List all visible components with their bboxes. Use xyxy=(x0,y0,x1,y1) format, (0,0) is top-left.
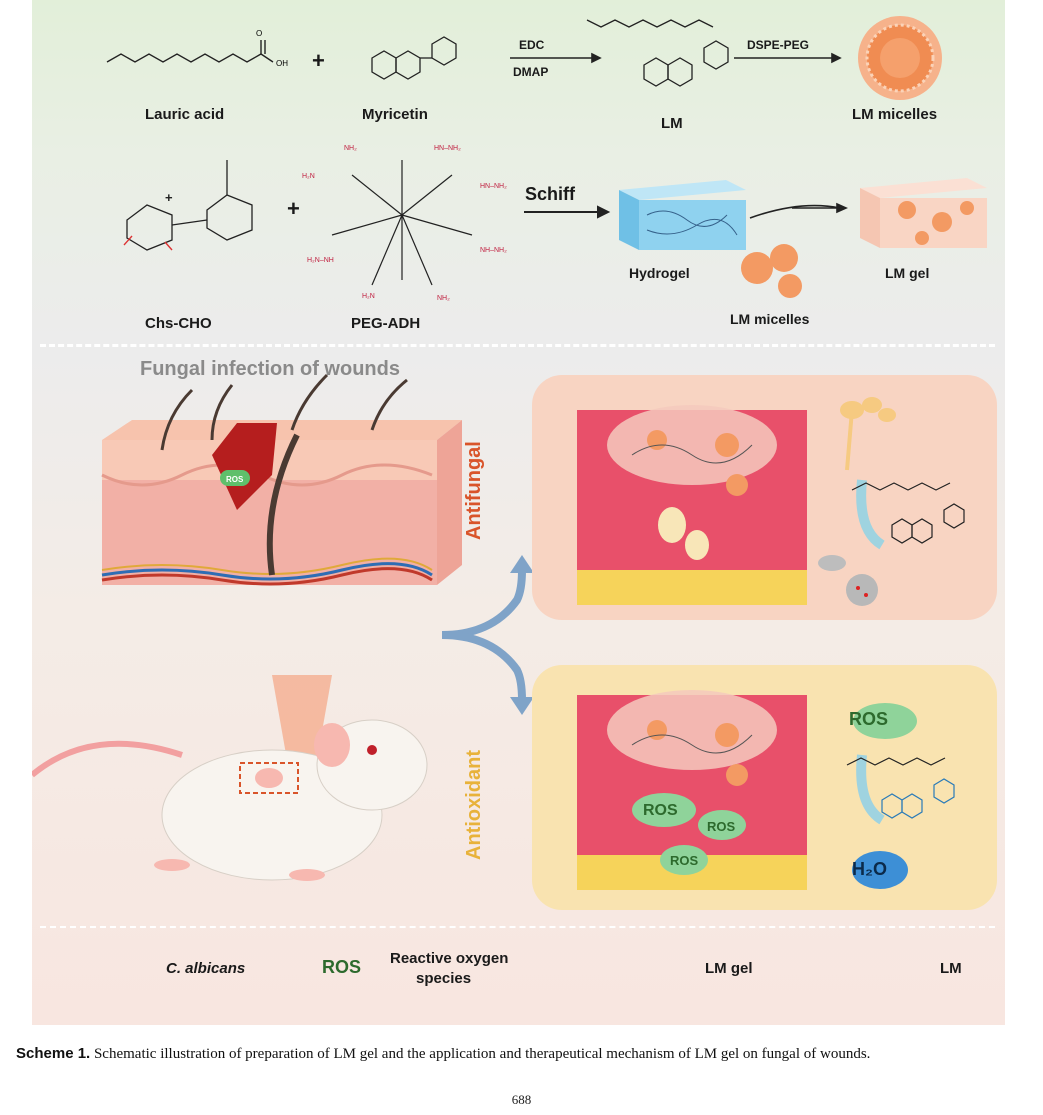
lm-micelles-label: LM micelles xyxy=(852,106,938,123)
wound-area xyxy=(212,423,277,510)
lm-structure xyxy=(586,19,729,87)
svg-text:NH–NH₂: NH–NH₂ xyxy=(480,247,507,254)
svg-text:H₂N: H₂N xyxy=(302,173,315,180)
hydrogel-block xyxy=(619,180,746,250)
myricetin-label: Myricetin xyxy=(362,106,428,123)
h2o-blob xyxy=(852,851,908,889)
h2o-label: H₂O xyxy=(852,859,887,879)
ros-blob-a xyxy=(632,793,696,827)
dspe-peg-label: DSPE-PEG xyxy=(747,38,810,52)
section-divider xyxy=(40,344,995,347)
lauric-acid-structure xyxy=(106,40,274,63)
svg-text:HN–NH₂: HN–NH₂ xyxy=(480,183,507,190)
schiff-arrow xyxy=(524,205,611,219)
lm-molecule-af xyxy=(851,482,965,544)
chs-cho-label: Chs-CHO xyxy=(145,315,212,332)
peg-adh-label: PEG-ADH xyxy=(351,315,421,332)
reaction-arrow-1 xyxy=(510,52,602,64)
synthesis-structures: O OH + xyxy=(106,16,987,302)
lm-gel-block xyxy=(860,178,987,248)
myricetin-structure xyxy=(371,36,457,80)
antifungal-label: Antifungal xyxy=(463,441,485,540)
svg-text:HN–NH₂: HN–NH₂ xyxy=(434,145,461,152)
svg-text:NH₂: NH₂ xyxy=(344,145,357,152)
caption-label: Scheme 1. xyxy=(16,1045,91,1062)
antifungal-wound xyxy=(577,405,807,605)
ros-b-label: ROS xyxy=(707,819,736,834)
antifungal-arrow xyxy=(856,479,885,550)
lm-micelles-label-2: LM micelles xyxy=(730,311,810,327)
chs-cho-structure xyxy=(126,160,253,251)
reaction-arrow-2 xyxy=(734,52,842,64)
lauric-acid-label: Lauric acid xyxy=(145,106,225,123)
svg-text:+: + xyxy=(165,190,173,205)
ros-top-label: ROS xyxy=(849,709,889,729)
mixing-arrow xyxy=(749,202,848,219)
svg-text:H₂N: H₂N xyxy=(362,293,375,300)
ros-blob-b xyxy=(698,810,746,840)
reagent-edc: EDC xyxy=(519,38,545,52)
ros-a-label: ROS xyxy=(643,802,678,819)
legend-lm-gel-label: LM gel xyxy=(705,960,753,977)
mouse-illustration xyxy=(32,719,428,881)
hair-follicles xyxy=(160,373,408,576)
page-number: 688 xyxy=(511,1092,532,1107)
antioxidant-arrow xyxy=(856,754,885,825)
antioxidant-label: Antioxidant xyxy=(463,750,485,860)
caption-text: Schematic illustration of preparation of… xyxy=(93,1046,871,1062)
c-albicans-icon-af xyxy=(840,397,896,471)
mechanism-illustration: ROS xyxy=(32,373,997,910)
legend-divider xyxy=(40,926,995,928)
lm-micelles-cluster xyxy=(741,244,802,298)
legend-ros-badge: ROS xyxy=(322,957,362,977)
hydrogel-label: Hydrogel xyxy=(629,265,690,281)
branch-arrows xyxy=(441,569,526,701)
svg-text:OH: OH xyxy=(276,59,288,68)
lm-label: LM xyxy=(661,115,683,132)
lm-micelle-icon xyxy=(858,16,942,100)
plus-sign-1: + xyxy=(312,48,325,73)
damaged-fungi-icon xyxy=(818,555,878,606)
ros-c-label: ROS xyxy=(670,853,699,868)
figure-caption: Scheme 1. Schematic illustration of prep… xyxy=(16,1045,1026,1063)
svg-text:NH₂: NH₂ xyxy=(437,295,450,302)
ros-blob-c xyxy=(660,845,708,875)
wound-ros-badge: ROS xyxy=(226,475,244,484)
svg-text:O: O xyxy=(256,29,262,38)
legend-ros-text-1: Reactive oxygen xyxy=(390,950,509,967)
lm-molecule-ao xyxy=(846,757,955,819)
reagent-dmap: DMAP xyxy=(513,65,549,79)
lm-gel-label: LM gel xyxy=(885,265,930,281)
legend-c-albicans-label: C. albicans xyxy=(166,960,246,977)
peg-adh-structure xyxy=(331,160,473,286)
plus-sign-2: + xyxy=(287,196,300,221)
legend-lm-label: LM xyxy=(940,960,962,977)
ros-blob-top xyxy=(853,703,917,739)
svg-text:H₂N–NH: H₂N–NH xyxy=(307,257,334,264)
fungal-infection-heading: Fungal infection of wounds xyxy=(140,358,400,380)
schiff-label: Schiff xyxy=(525,184,576,204)
legend-ros-text-2: species xyxy=(416,970,472,987)
skin-section xyxy=(101,420,462,586)
